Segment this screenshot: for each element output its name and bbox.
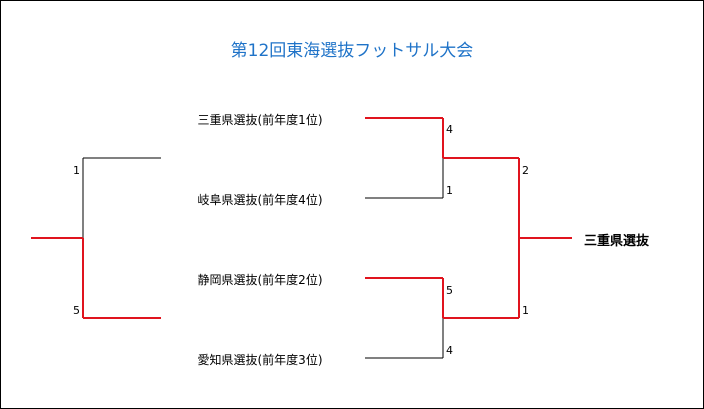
score-r-semi1-bottom: 1 [446,184,453,197]
team-label-aichi: 愛知県選抜(前年度3位) [197,353,323,367]
score-l-final-bottom: 5 [73,304,80,317]
team-label-mie: 三重県選抜(前年度1位) [197,113,323,127]
score-r-semi2-top: 5 [446,284,453,297]
score-r-final-bottom: 1 [522,304,529,317]
score-r-semi1-top: 4 [446,123,453,136]
score-l-final-top: 1 [73,164,80,177]
team-label-gifu: 岐阜県選抜(前年度4位) [197,193,323,207]
winner-label: 三重県選抜 [584,234,650,249]
tournament-title: 第12回東海選抜フットサル大会 [230,41,474,61]
team-label-shizuoka: 静岡県選抜(前年度2位) [197,273,323,287]
score-r-semi2-bottom: 4 [446,344,453,357]
score-r-final-top: 2 [522,164,529,177]
